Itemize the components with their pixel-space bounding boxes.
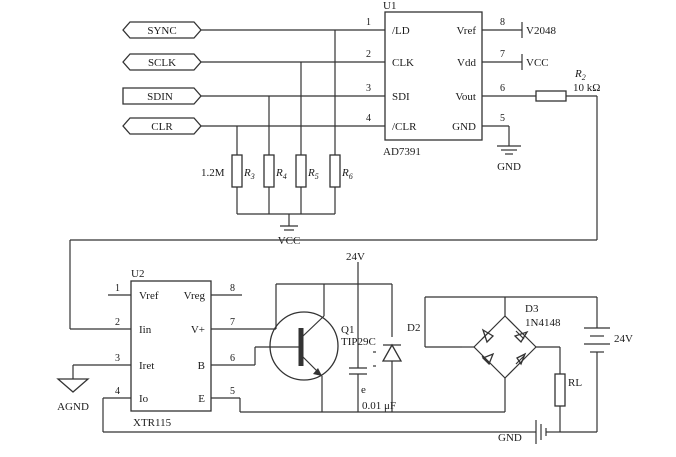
- u1-ld-label: /LD: [392, 25, 410, 37]
- u1-gnd-label: GND: [452, 121, 476, 133]
- pullup-network: VCC 1.2M R3 R4 R5 R6: [201, 30, 353, 247]
- r4-label: R4: [275, 167, 287, 181]
- diode-d2: D2: [381, 284, 420, 412]
- vplus-wiring: [211, 283, 392, 413]
- u1-part: AD7391: [383, 146, 421, 158]
- u2-ref: U2: [131, 268, 144, 280]
- load-rl: RL: [554, 347, 597, 433]
- u2-xtr115: U2 XTR115 Vref Iin Iret Io Vreg V+ B E 1…: [56, 240, 520, 433]
- resistor-r6: [329, 154, 341, 188]
- u2-iin-label: Iin: [139, 324, 152, 336]
- u2-vreg-label: Vreg: [184, 290, 206, 302]
- pullup-vcc-label: VCC: [278, 235, 301, 247]
- u1-clk-label: CLK: [392, 57, 414, 69]
- u1-pin5: 5: [500, 113, 505, 124]
- bridge-d3: D3 1N4148: [424, 296, 561, 398]
- resistor-r2: R2 10 kΩ: [70, 68, 600, 241]
- signal-sdin-connector: SDIN: [122, 87, 202, 105]
- u1-vdd-net: VCC: [526, 57, 549, 69]
- u1-pin3: 3: [366, 83, 371, 94]
- r6-label: R6: [341, 167, 353, 181]
- rl-label: RL: [568, 377, 582, 389]
- signal-sclk-label: SCLK: [148, 57, 176, 69]
- u2-vplus-label: V+: [191, 324, 205, 336]
- capacitor-value: 0.01 μF: [362, 400, 396, 412]
- u2-iret-label: Iret: [139, 360, 154, 372]
- u1-pin7: 7: [500, 49, 505, 60]
- u1-sdi-label: SDI: [392, 91, 410, 103]
- capacitor: e 0.01 μF: [349, 284, 396, 412]
- u2-part: XTR115: [133, 417, 172, 429]
- u2-e-label: E: [198, 393, 205, 405]
- battery-24v: 24V: [505, 296, 633, 432]
- u2-pin6: 6: [230, 353, 235, 364]
- q1-transistor: Q1 TIP29C: [211, 284, 376, 412]
- input-wires: [201, 29, 385, 127]
- r2-ref: R2: [574, 68, 586, 82]
- u2-agnd-label: AGND: [57, 401, 89, 413]
- d3-part: 1N4148: [525, 317, 561, 329]
- u1-vref-label: Vref: [457, 25, 477, 37]
- signal-sdin-label: SDIN: [147, 91, 173, 103]
- u1-pin6: 6: [500, 83, 505, 94]
- u2-pin2: 2: [115, 317, 120, 328]
- resistor-r3: [231, 154, 243, 188]
- u1-gnd-net: GND: [497, 161, 521, 173]
- u1-pin1: 1: [366, 17, 371, 28]
- pullup-value-label: 1.2M: [201, 167, 225, 179]
- u2-pin8: 8: [230, 283, 235, 294]
- signal-clr-label: CLR: [151, 121, 173, 133]
- u1-ad7391: U1 AD7391 1 2 3 4 /LD CLK SDI /CLR Vref …: [366, 0, 556, 173]
- gnd-bottom-label: GND: [498, 432, 522, 444]
- u2-pin4: 4: [115, 386, 120, 397]
- u1-pin2: 2: [366, 49, 371, 60]
- u1-clr-label: /CLR: [392, 121, 417, 133]
- u1-vout-label: Vout: [455, 91, 476, 103]
- battery-label: 24V: [614, 333, 633, 345]
- capacitor-marker: e: [361, 384, 366, 396]
- signal-clr-connector: CLR: [122, 117, 202, 135]
- u1-pin4: 4: [366, 113, 371, 124]
- u2-pin3: 3: [115, 353, 120, 364]
- q1-ref: Q1: [341, 324, 354, 336]
- supply-24v-label: 24V: [346, 251, 365, 263]
- u2-b-label: B: [198, 360, 205, 372]
- d3-ref: D3: [525, 303, 539, 315]
- gnd-bottom: GND: [392, 398, 560, 444]
- signal-sync-connector: SYNC: [122, 21, 202, 39]
- u2-pin7: 7: [230, 317, 235, 328]
- u2-vref-label: Vref: [139, 290, 159, 302]
- resistor-r4: [263, 154, 275, 188]
- resistor-r5: [295, 154, 307, 188]
- u2-pin5: 5: [230, 386, 235, 397]
- r5-label: R5: [307, 167, 319, 181]
- u2-pin1: 1: [115, 283, 120, 294]
- supply-24v-top: 24V: [346, 251, 365, 284]
- r2-value: 10 kΩ: [573, 82, 600, 94]
- signal-sclk-connector: SCLK: [122, 53, 202, 71]
- u1-vdd-label: Vdd: [457, 57, 476, 69]
- d2-ref: D2: [407, 322, 420, 334]
- u1-ref: U1: [383, 0, 396, 12]
- u2-io-label: Io: [139, 393, 149, 405]
- signal-sync-label: SYNC: [147, 25, 176, 37]
- u1-vref-net: V2048: [526, 25, 556, 37]
- u1-pin8: 8: [500, 17, 505, 28]
- r3-label: R3: [243, 167, 255, 181]
